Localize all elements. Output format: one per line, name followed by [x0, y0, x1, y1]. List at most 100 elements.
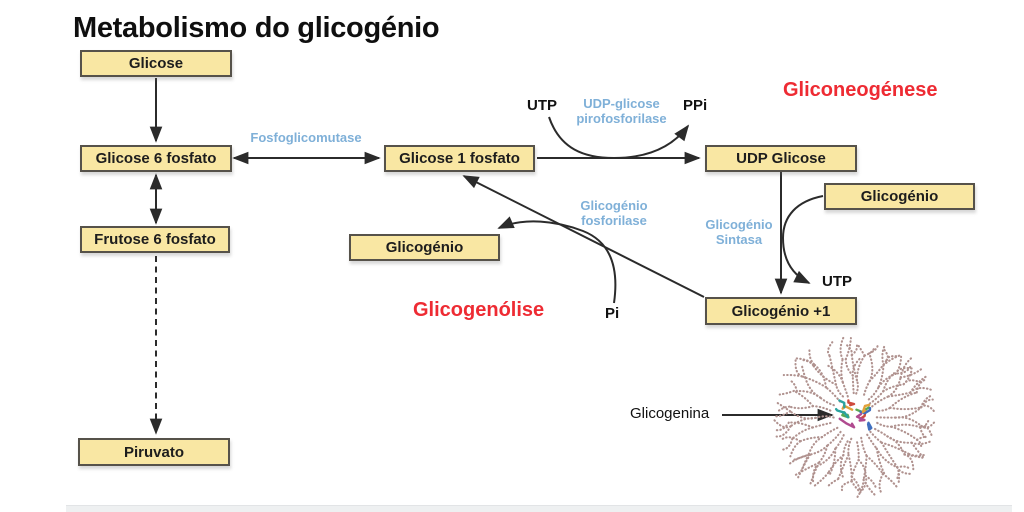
granule-strand [841, 380, 849, 398]
granule-strand [786, 453, 812, 467]
granule-strand [826, 430, 842, 447]
granule-strand [865, 454, 884, 475]
pathway-label-glicogenolise: Glicogenólise [413, 299, 545, 321]
granule-strand [873, 427, 889, 438]
granule-strand [814, 415, 835, 419]
granule-strand [821, 426, 839, 439]
granule-strand [877, 364, 885, 388]
node-frutose-6-fosfato: Frutose 6 fosfato [80, 226, 230, 253]
arrow-glicogenio-plus1-to-g1p [462, 175, 705, 298]
page-title: Metabolismo do glicogénio [73, 12, 440, 44]
granule-strand [775, 425, 792, 438]
granule-strand [827, 477, 840, 488]
granule-strand [882, 383, 905, 393]
granule-strand [903, 453, 915, 471]
granule-strand [859, 474, 868, 494]
glicogenina-core-squiggle [861, 403, 871, 414]
granule-strand [817, 444, 829, 464]
granule-strand [775, 405, 791, 414]
granule-strand [839, 335, 846, 361]
granule-strand [824, 386, 842, 403]
granule-strand [855, 478, 865, 501]
granule-strand [890, 425, 919, 441]
granule-strand [828, 447, 837, 477]
granule-strand [794, 358, 803, 378]
metabolite-pi: Pi [605, 305, 620, 322]
granule-strand [791, 426, 814, 440]
granule-strand [889, 391, 918, 409]
granule-strand [827, 454, 845, 474]
glicogenina-core-squiggle [834, 407, 850, 419]
pathway-label-gliconeogenese: Gliconeogénese [783, 79, 938, 101]
granule-strand [868, 344, 879, 355]
granule-strand [886, 435, 906, 456]
granule-strand [773, 419, 792, 429]
granule-strand [800, 453, 810, 472]
granule-strand [779, 437, 794, 451]
glicogenina-core-squiggle [838, 399, 846, 409]
granule-strand [875, 447, 899, 469]
node-glicogenio-right: Glicogénio [824, 183, 975, 210]
enzyme-label-line: UDP-glicose [583, 96, 660, 111]
granule-strand [871, 395, 890, 408]
curve-glicogenio-to-utp [781, 195, 824, 284]
granule-strand [868, 390, 885, 405]
granule-strand [847, 453, 853, 483]
glicogenina-core-squiggle [838, 417, 856, 429]
enzyme-label-fosfoglicomutase: Fosfoglicomutase [250, 130, 362, 145]
granule-strand [919, 426, 927, 439]
granule-strand [819, 396, 835, 407]
granule-strand [812, 363, 828, 389]
granule-strand [842, 440, 849, 457]
glicogenina-core-squiggle [847, 399, 856, 407]
granule-strand [840, 358, 844, 384]
granule-strand [799, 436, 824, 443]
metabolite-utp-top: UTP [527, 97, 557, 114]
granule-strand [808, 461, 820, 488]
granule-strand [800, 358, 815, 367]
granule-strand [804, 376, 822, 399]
granule-strand [876, 421, 893, 428]
granule-strand [880, 441, 899, 469]
metabolite-ppi: PPi [683, 97, 708, 114]
granule-strand [882, 372, 895, 393]
bottom-divider-bar [66, 505, 1012, 512]
granule-strand [862, 478, 878, 498]
granule-strand [890, 423, 922, 429]
granule-strand [860, 436, 868, 457]
granule-strand [894, 416, 923, 428]
granule-strand [781, 436, 802, 443]
granule-strand [792, 389, 814, 408]
granule-strand [920, 424, 934, 439]
granule-strand [919, 394, 934, 409]
granule-strand [808, 346, 815, 366]
granule-strand [877, 406, 892, 412]
granule-strand [868, 352, 874, 383]
granule-strand [800, 362, 807, 379]
granule-strand [787, 421, 814, 429]
granule-strand [851, 357, 861, 377]
granule-strand [895, 466, 900, 482]
enzyme-label-line: pirofosforilase [576, 111, 667, 126]
granule-strand [894, 406, 923, 419]
curve-pi-to-glicogenio [497, 216, 617, 304]
granule-strand [875, 447, 887, 477]
enzyme-label-udp-glicose-pirofosforilase: UDP-glicose pirofosforilase [561, 96, 682, 126]
granule-strand [862, 454, 868, 481]
metabolite-utp-right: UTP [822, 273, 852, 290]
granule-strand [807, 436, 824, 456]
granule-strand [834, 383, 845, 398]
granule-strand [809, 444, 829, 456]
granule-strand [869, 430, 883, 444]
granule-strand [850, 475, 862, 494]
granule-strand [812, 364, 838, 386]
granule-strand [894, 366, 915, 375]
granule-strand [885, 355, 900, 362]
granule-strand [863, 379, 871, 396]
granule-strand [812, 471, 830, 488]
granule-strand [856, 342, 866, 357]
granule-strand [886, 435, 913, 444]
granule-strand [795, 390, 822, 399]
glicogenina-core-squiggle [866, 421, 873, 431]
